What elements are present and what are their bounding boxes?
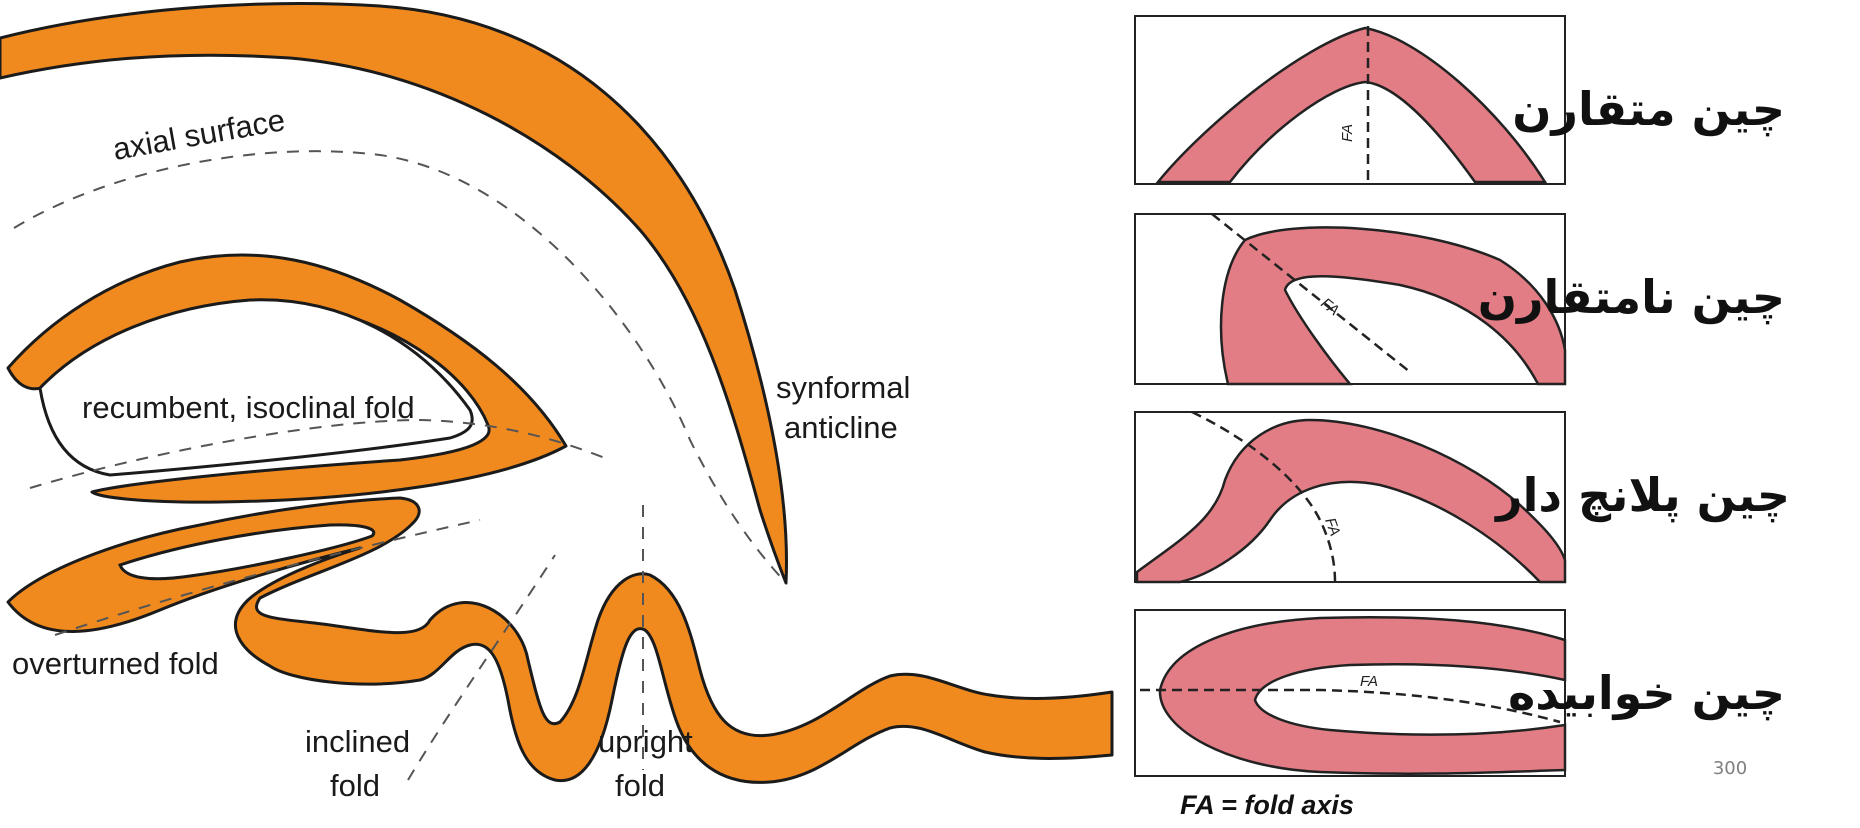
axial-surface-label: axial surface [110, 102, 287, 167]
symmetric-fa-label: FA [1339, 124, 1356, 142]
panel-recumbent-fold: FA [1135, 610, 1565, 776]
page-number: 300 [1700, 758, 1760, 779]
inclined-fold-label: fold [330, 768, 380, 803]
title-asymmetric-fold: چین نامتقارن [1478, 270, 1785, 324]
lower-folds-layer [8, 498, 1112, 782]
upright-fold-label: fold [615, 768, 665, 803]
title-symmetric-fold: چین متقارن [1512, 82, 1785, 136]
recumbent-fold-label: recumbent, isoclinal fold [82, 390, 415, 425]
title-recumbent-fold: چین خوابیده [1508, 666, 1785, 720]
synformal-label: synformal [776, 370, 910, 405]
fold-axis-caption: FA = fold axis [1132, 790, 1402, 821]
inclined-label: inclined [305, 724, 410, 759]
fold-illustration: axial surface recumbent, isoclinal fold … [0, 4, 1112, 803]
anticline-label: anticline [784, 410, 898, 445]
panel-symmetric-fold: FA [1135, 16, 1565, 184]
recumbent-fa-label: FA [1360, 673, 1378, 690]
fold-axis-panels: FA FA FA FA [1135, 16, 1565, 776]
overturned-fold-label: overturned fold [12, 646, 219, 681]
title-plunging-fold: چین پلانچ دار [1496, 468, 1790, 522]
upright-label: upright [598, 724, 693, 759]
